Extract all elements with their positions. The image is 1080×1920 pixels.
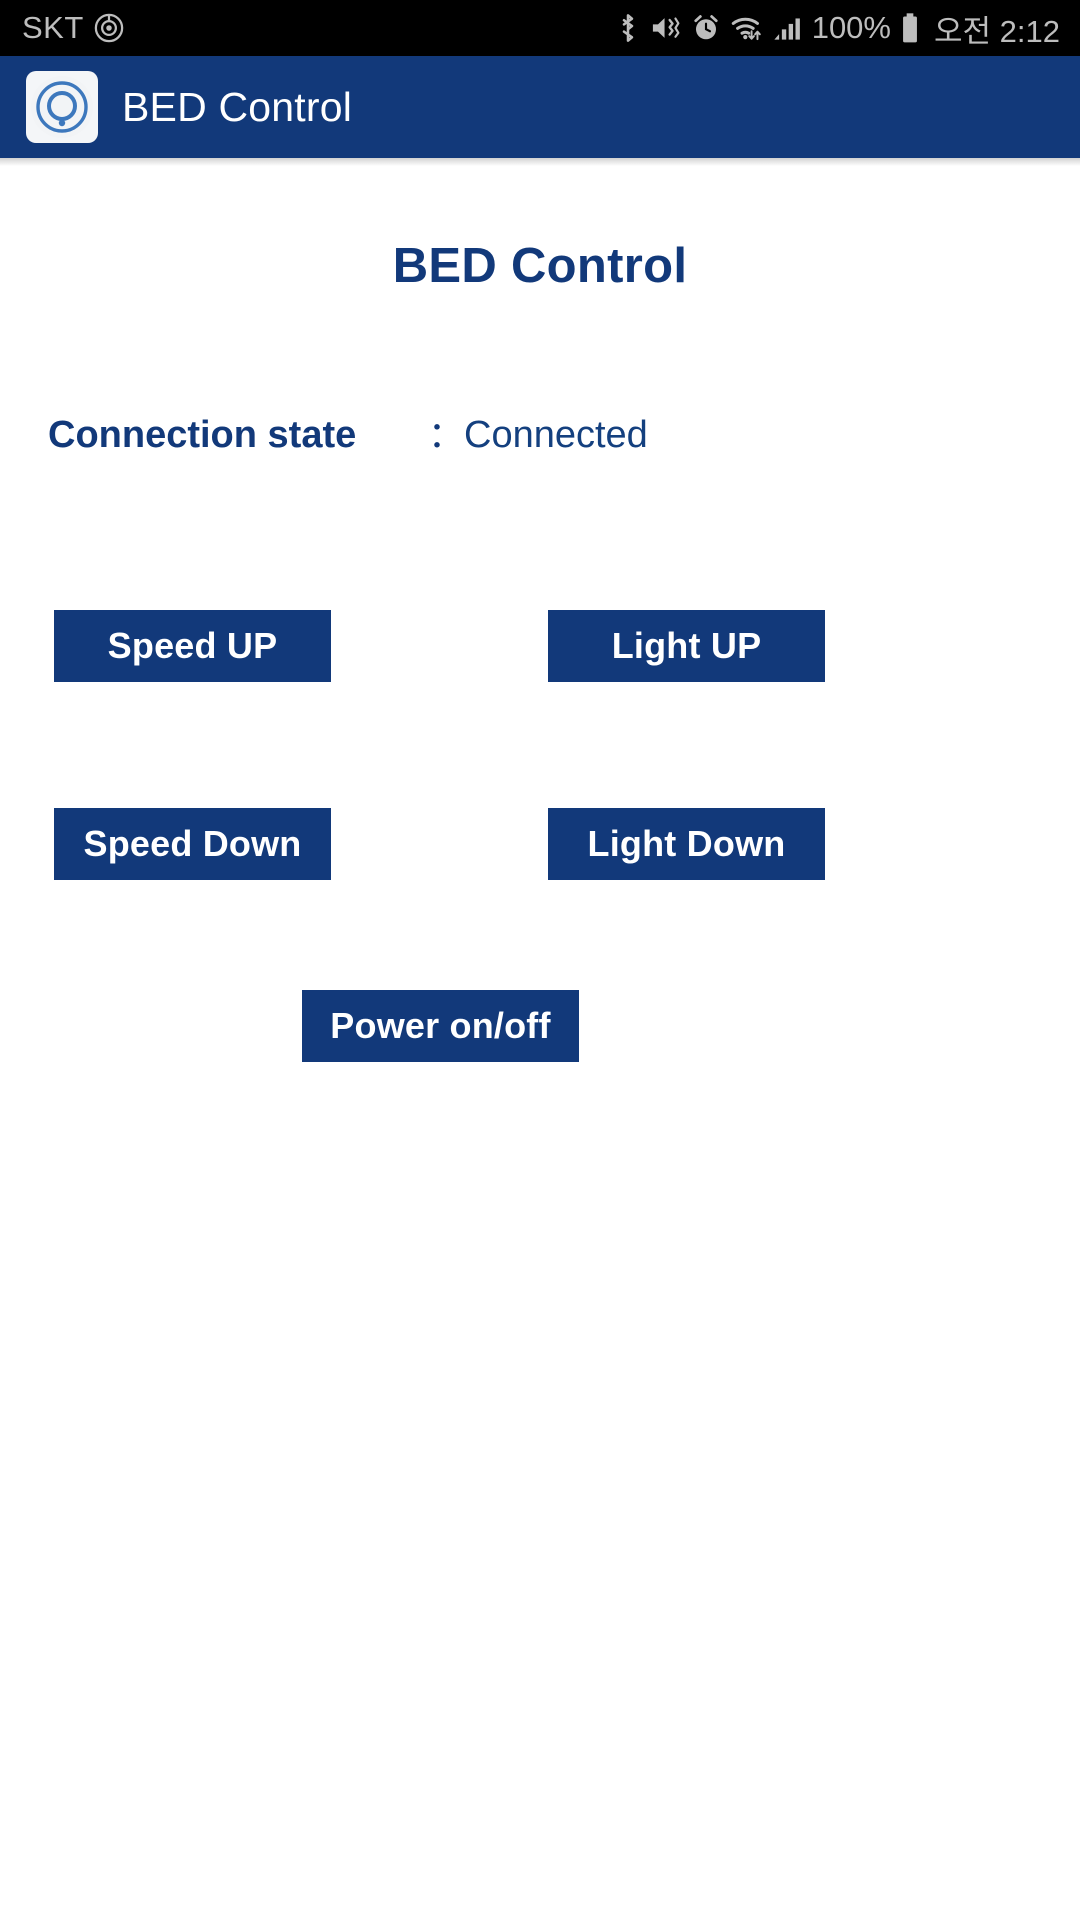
battery-full-icon	[900, 12, 920, 44]
vibrate-mute-icon	[650, 13, 682, 43]
app-bar-shadow	[0, 158, 1080, 166]
page-title: BED Control	[392, 239, 688, 293]
status-bar-left: SKT	[22, 10, 124, 46]
wifi-icon	[730, 13, 764, 43]
light-down-button[interactable]: Light Down	[548, 808, 825, 880]
battery-percent-label: 100%	[811, 10, 891, 45]
main-content: BED Control Connection state ： Connected…	[0, 238, 1080, 1062]
bluetooth-icon	[615, 12, 641, 44]
connection-state-value: Connected	[464, 414, 648, 456]
power-onoff-button[interactable]: Power on/off	[302, 990, 579, 1062]
app-bar-title: BED Control	[122, 83, 353, 130]
clock-label: 오전 2:12	[934, 13, 1060, 49]
speed-up-button[interactable]: Speed UP	[54, 610, 331, 682]
button-row-3: Power on/off	[0, 990, 1080, 1062]
status-bar: SKT	[0, 0, 1080, 56]
button-row-2: Speed Down Light Down	[0, 808, 1080, 880]
app-bar: BED Control	[0, 56, 1080, 158]
signal-bars-icon	[773, 14, 803, 42]
button-row-1: Speed UP Light UP	[0, 610, 1080, 682]
carrier-target-icon	[94, 13, 124, 43]
alarm-clock-icon	[691, 13, 721, 43]
connection-state-separator: ：	[428, 414, 465, 455]
carrier-label: SKT	[22, 10, 84, 45]
speed-down-button[interactable]: Speed Down	[54, 808, 331, 880]
connection-state-row: Connection state ： Connected	[0, 406, 1080, 458]
light-up-button[interactable]: Light UP	[548, 610, 825, 682]
app-logo-concentric-circles-icon	[26, 71, 98, 143]
connection-state-label: Connection state	[48, 414, 357, 456]
status-bar-right: 100% 오전 2:12	[615, 6, 1060, 51]
